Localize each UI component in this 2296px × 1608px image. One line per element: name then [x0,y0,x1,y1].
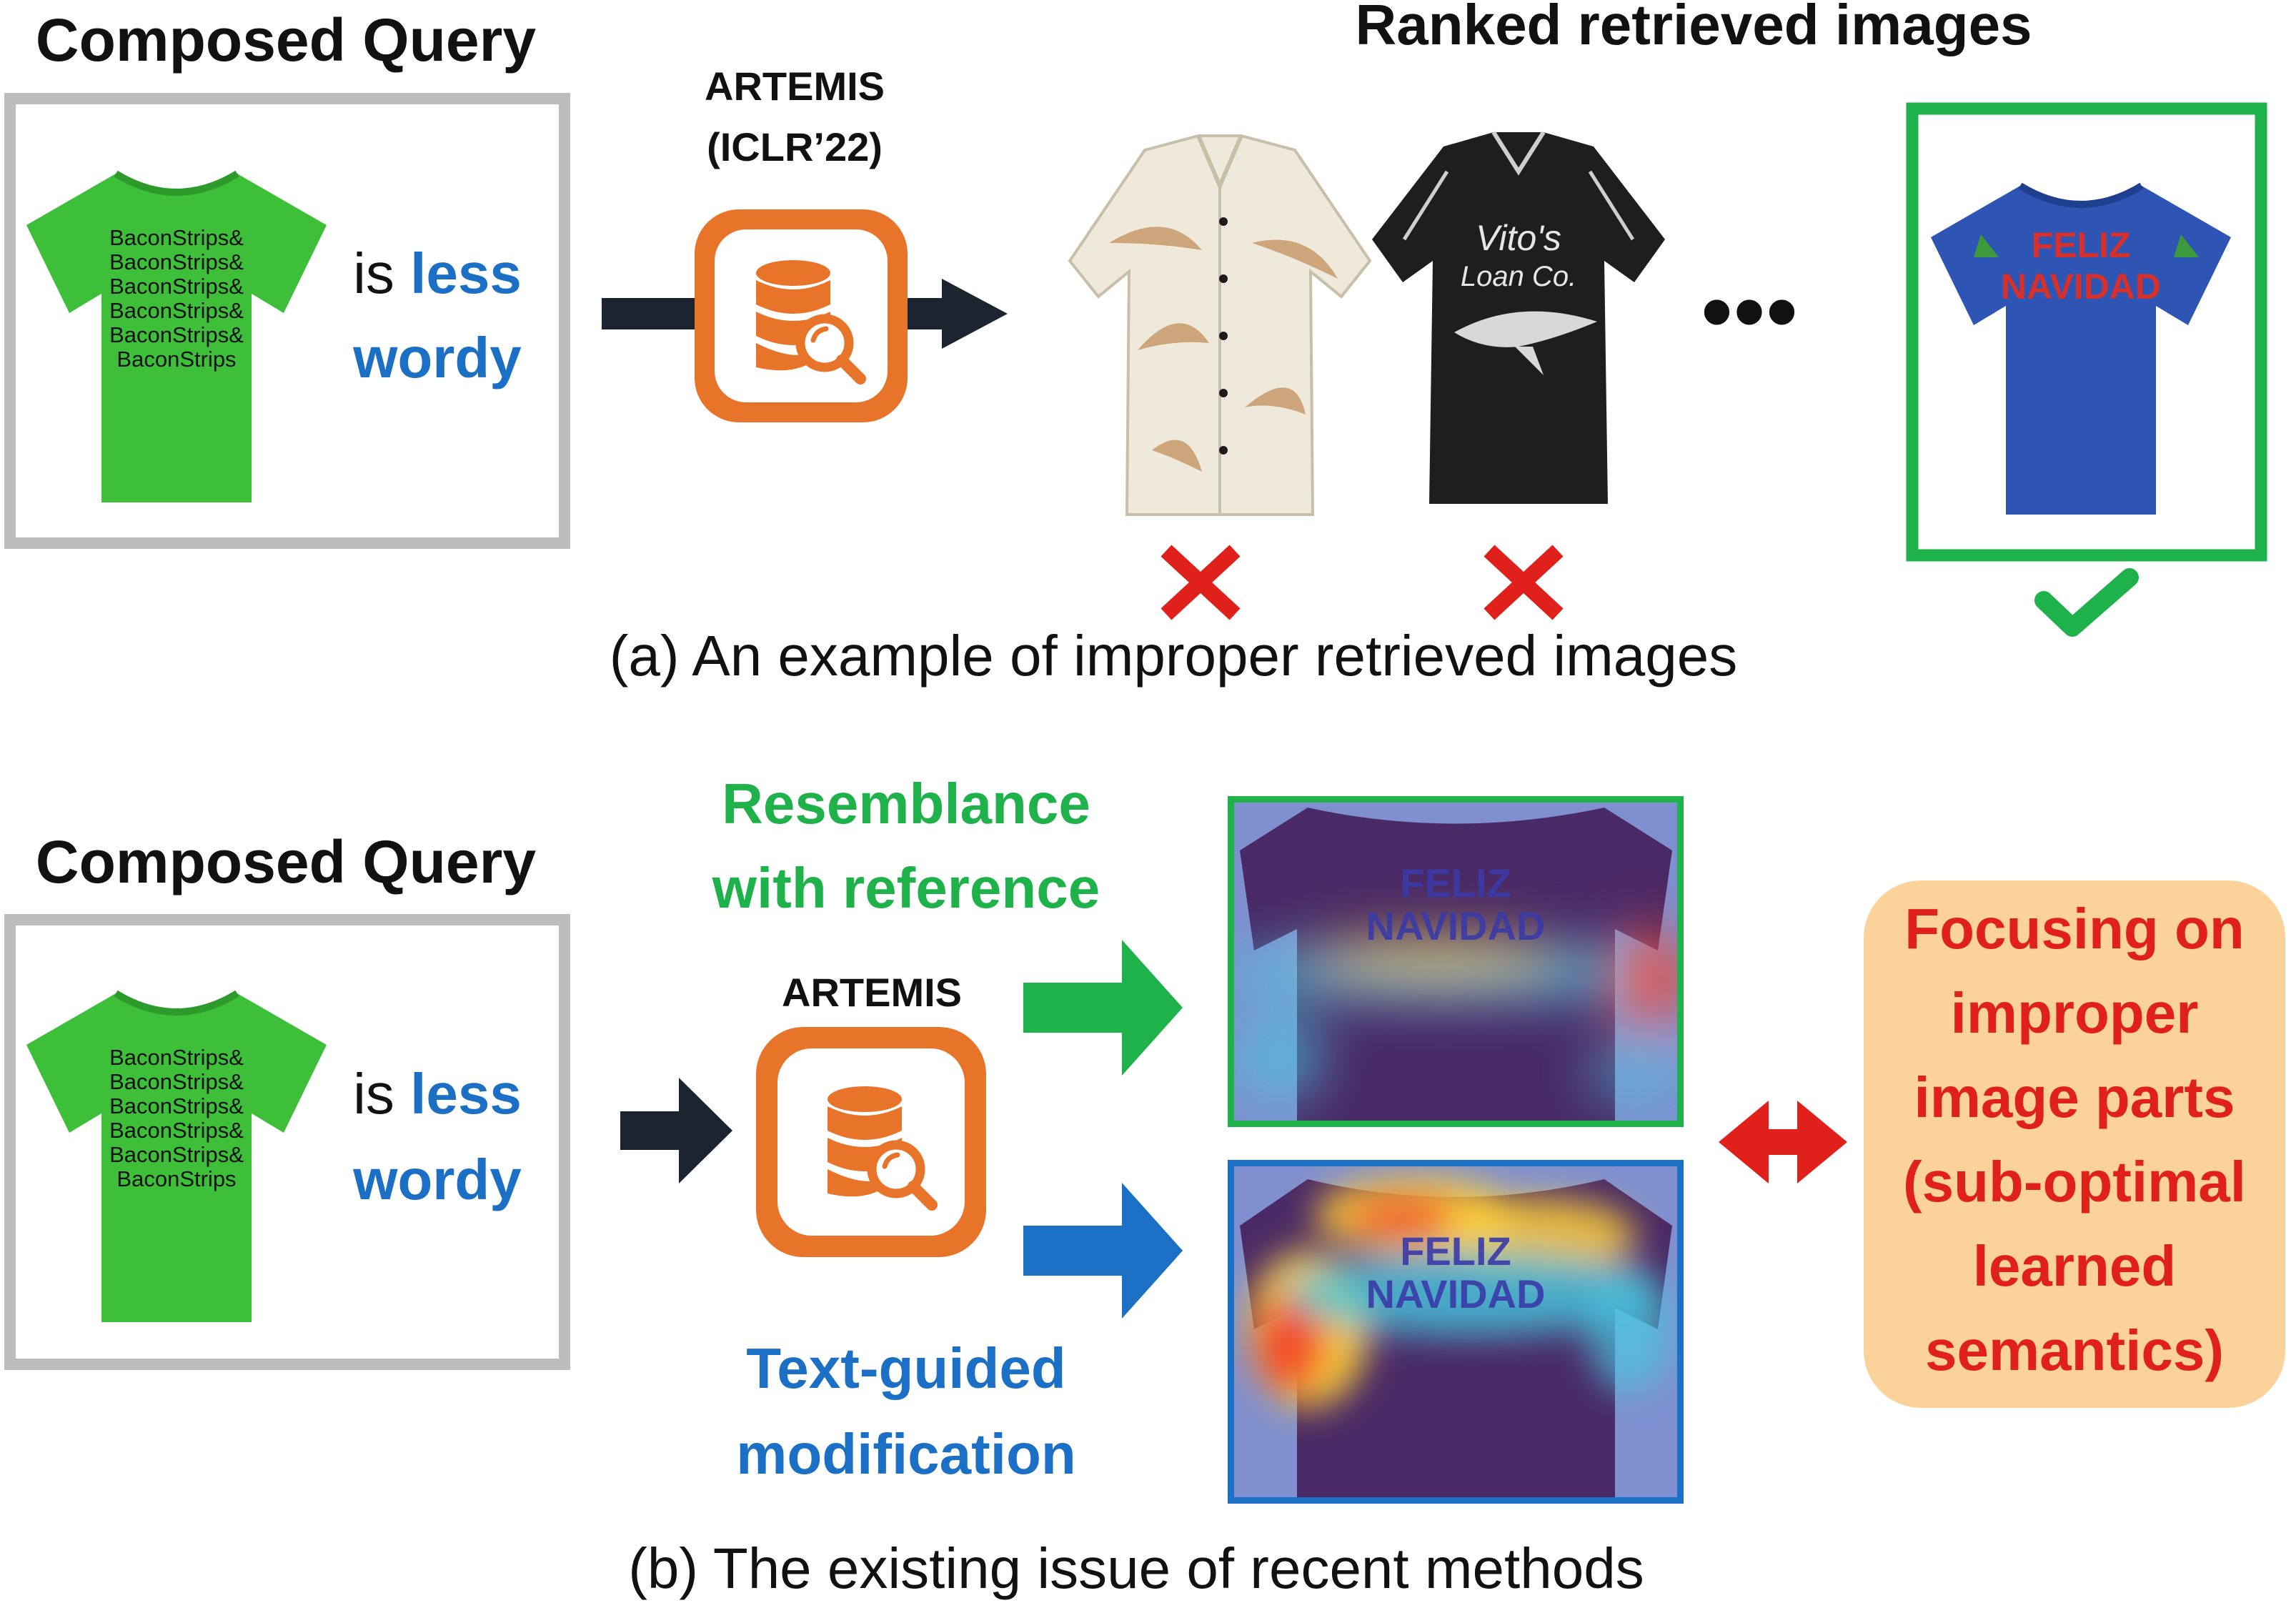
shirt-print-line: BaconStrips& [109,225,244,250]
retrieved-image-1-hawaiian-shirt [1068,134,1372,516]
query-modifier-text-b: is less [353,1062,522,1126]
composed-query-box-a: BaconStrips& BaconStrips& BaconStrips& B… [4,93,570,549]
heatmap-text-guided: FELIZ NAVIDAD [1228,1160,1684,1504]
textguided-label-line-1: Text-guided [746,1336,1065,1400]
shirt-print-line: BaconStrips& [109,274,244,299]
arrow-into-model-b [620,1078,732,1183]
issue-line: image parts [1914,1066,2235,1129]
issue-line: (sub-optimal [1903,1150,2246,1214]
ranked-retrieved-title: Ranked retrieved images [1355,0,2032,56]
query-text-prefix: is [353,242,394,305]
model-name-b: ARTEMIS [782,970,962,1015]
ground-truth-box: FELIZ NAVIDAD [1906,102,2267,562]
query-modifier-text-a: is less [353,242,522,305]
model-icon-b [756,1027,986,1257]
shirt-print-line: BaconStrips& [109,322,244,347]
textguided-label-line-2: modification [736,1422,1076,1486]
model-icon-a [695,209,908,422]
composed-query-title-b: Composed Query [36,828,536,895]
shirt-print-line: BaconStrips [116,1166,236,1191]
arrow-into-model-a [602,298,702,329]
shirt-print-line: NAVIDAD [2001,267,2161,307]
retrieved-image-ground-truth-blue-shirt: FELIZ NAVIDAD [1931,182,2231,515]
blue-arrow [1023,1183,1183,1319]
shirt-print-line: FELIZ [1400,1229,1511,1274]
heatmap-resemblance: FELIZ NAVIDAD [1228,796,1684,1127]
resemblance-label-line-2: with reference [712,856,1100,920]
query-modifier-text-a2: wordy [352,326,522,389]
caption-b: (b) The existing issue of recent methods [628,1537,1644,1600]
shirt-print-line: FELIZ [2032,225,2131,265]
issue-line: Focusing on [1904,897,2245,961]
shirt-print-line: NAVIDAD [1366,903,1546,948]
cross-mark-icon [1484,545,1564,620]
red-double-arrow [1719,1101,1847,1183]
issue-line: semantics) [1925,1319,2224,1382]
shirt-print-line: BaconStrips& [109,1118,244,1143]
query-text-highlight: less [410,1062,522,1126]
shirt-print-line: BaconStrips& [109,298,244,323]
model-venue-a: (ICLR’22) [707,124,883,169]
caption-a: (a) An example of improper retrieved ima… [610,624,1737,688]
query-tshirt-image-a: BaconStrips& BaconStrips& BaconStrips& B… [26,170,327,502]
ellipsis: ••• [1701,259,1799,363]
composed-query-box-b: BaconStrips& BaconStrips& BaconStrips& B… [4,914,570,1370]
shirt-print-line: FELIZ [1400,860,1511,905]
shirt-print-line: Vito's [1476,218,1561,258]
query-text-prefix: is [353,1062,394,1126]
panel-a: Composed Query BaconStrips& BaconStrips&… [4,0,2267,688]
cross-mark-icon [1161,545,1241,620]
issue-line: improper [1951,981,2199,1045]
shirt-print-line: BaconStrips [116,347,236,372]
panel-b: Composed Query BaconStrips& BaconStrips&… [4,772,2285,1600]
check-mark-icon [2034,568,2139,637]
composed-query-title-a: Composed Query [36,6,536,74]
shirt-print-line: BaconStrips& [109,1069,244,1094]
resemblance-label-line-1: Resemblance [722,772,1090,835]
retrieved-image-2-black-shirt: Vito's Loan Co. [1372,131,1665,504]
arrow-out-of-model-a [908,279,1008,349]
query-text-highlight: less [410,242,522,305]
green-arrow [1023,940,1183,1076]
query-modifier-text-b2: wordy [352,1148,522,1211]
shirt-print-line: BaconStrips& [109,1142,244,1167]
shirt-print-line: BaconStrips& [109,1093,244,1118]
issue-callout: Focusing on improper image parts (sub-op… [1864,880,2285,1408]
shirt-print-line: Loan Co. [1461,261,1576,292]
issue-line: learned [1973,1234,2177,1298]
query-tshirt-image-b: BaconStrips& BaconStrips& BaconStrips& B… [26,990,327,1322]
shirt-print-line: BaconStrips& [109,1045,244,1070]
shirt-print-line: NAVIDAD [1366,1271,1546,1316]
shirt-print-line: BaconStrips& [109,249,244,274]
model-name-a: ARTEMIS [705,64,885,109]
